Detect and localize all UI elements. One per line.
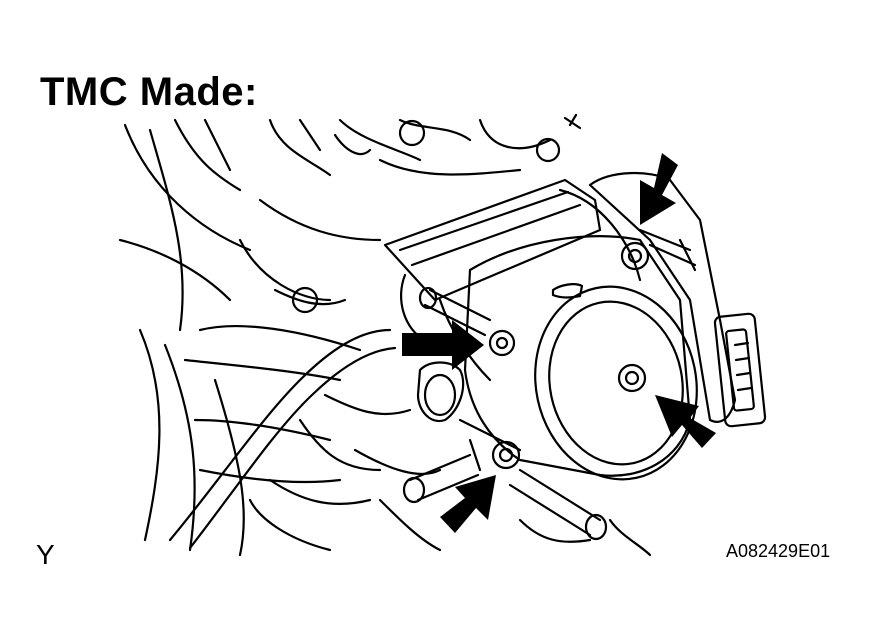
figure-code: A082429E01 [726, 541, 831, 561]
bolts [488, 241, 650, 470]
orientation-mark: Y [36, 539, 55, 570]
throttle-position-sensor [588, 172, 767, 428]
bolt-top [620, 241, 650, 271]
bolt-bottom [491, 440, 521, 470]
bolt-left [488, 329, 516, 357]
page-title: TMC Made: [40, 70, 258, 114]
arrow-left-bolt [402, 320, 484, 370]
engine-background-lines [118, 113, 652, 557]
bolt-center [617, 363, 647, 393]
arrow-top-bolt [640, 153, 678, 225]
arrow-center-bolt [655, 395, 716, 448]
throttle-body-housing [383, 178, 698, 541]
arrow-bottom-bolt [440, 475, 496, 533]
